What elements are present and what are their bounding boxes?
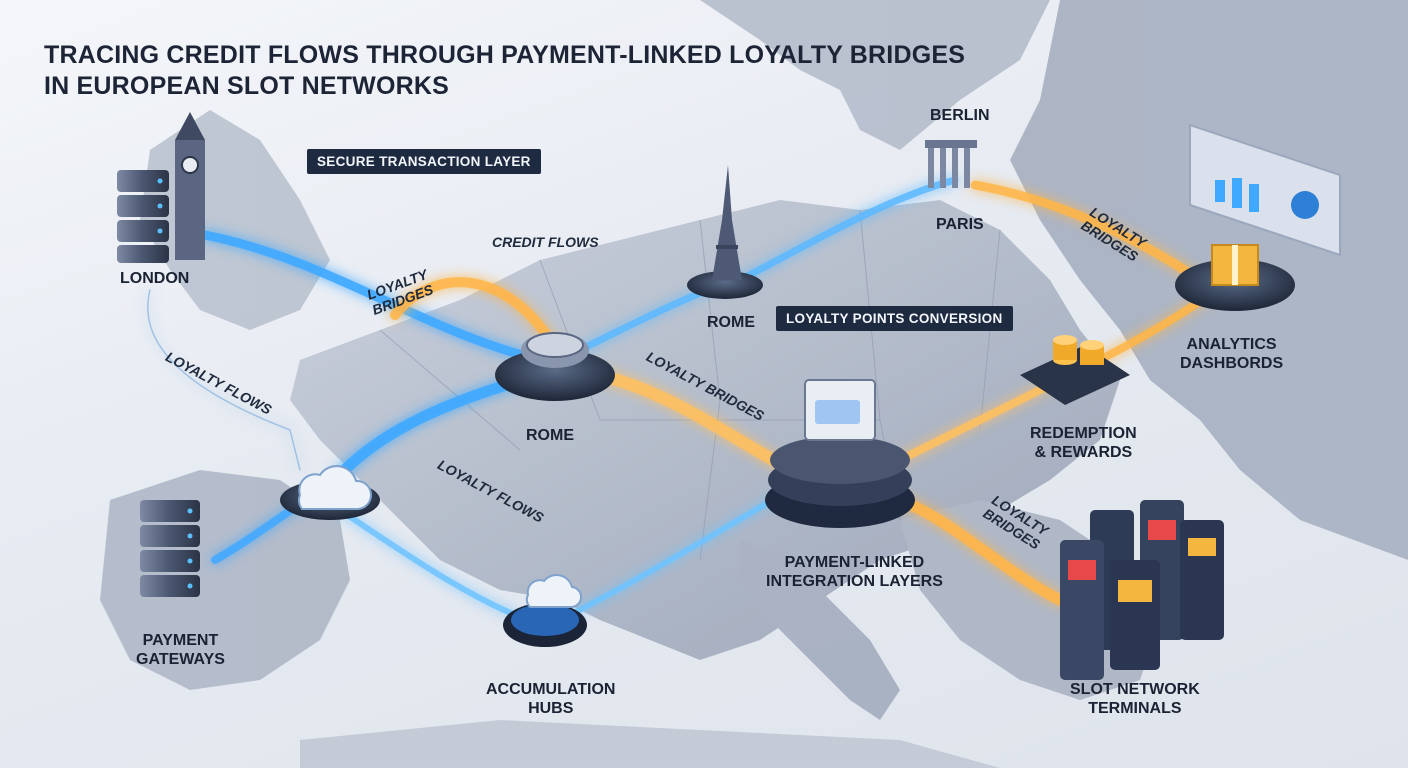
redemption-rewards-label: REDEMPTION & REWARDS (1030, 425, 1137, 461)
loyalty-conversion-tag: LOYALTY POINTS CONVERSION (776, 306, 1013, 331)
flow-london-to-gateways (147, 289, 301, 471)
integration-stack-icon (765, 379, 915, 528)
page-title: TRACING CREDIT FLOWS THROUGH PAYMENT-LIN… (44, 40, 965, 102)
title-line-2: IN EUROPEAN SLOT NETWORKS (44, 72, 450, 100)
london-label: LONDON (120, 270, 190, 287)
italy-landmass (740, 540, 900, 720)
berlin-gate-icon (925, 140, 977, 188)
bridge-berlin-to-analytics (970, 180, 1205, 285)
credit-flows-label: CREDIT FLOWS (492, 234, 599, 250)
rome-center-label: ROME (526, 427, 574, 444)
payment-gateways-label: PAYMENT GATEWAYS (136, 632, 225, 668)
accumulation-hub-icon (503, 574, 587, 647)
accumulation-hubs-label: ACCUMULATION HUBS (486, 681, 616, 717)
title-line-1: TRACING CREDIT FLOWS THROUGH PAYMENT-LIN… (44, 41, 966, 69)
big-ben-icon (175, 112, 205, 260)
flow-accumulation-to-integration (557, 487, 793, 623)
slot-machines-icon (1060, 500, 1224, 680)
slot-terminals-label: SLOT NETWORK TERMINALS (1070, 681, 1200, 717)
europe-map (100, 0, 1408, 768)
north-africa-landmass (300, 720, 1000, 768)
flow-paris-tower-to-berlin (726, 176, 959, 289)
rome-colosseum-hub (495, 332, 615, 401)
rome-top-label: ROME (707, 314, 755, 331)
bridge-arc-credit-flows (390, 277, 555, 345)
scandinavia-landmass (700, 0, 1050, 150)
gift-reward-icon (1175, 244, 1295, 311)
berlin-label: BERLIN (930, 107, 990, 124)
london-server-icon (117, 170, 169, 263)
british-isles-landmass (140, 110, 330, 330)
analytics-dashboard-screen (1189, 123, 1341, 257)
paris-tower-icon (687, 165, 763, 299)
secure-transaction-tag: SECURE TRANSACTION LAYER (307, 149, 541, 174)
flow-london-to-rome (200, 230, 545, 365)
paris-label: PARIS (936, 216, 984, 233)
analytics-dashboards-label: ANALYTICS DASHBORDS (1180, 336, 1284, 372)
integration-layers-label: PAYMENT-LINKED INTEGRATION LAYERS (766, 554, 943, 590)
cloud-hub-icon (280, 465, 380, 520)
redemption-coins-icon (1020, 335, 1130, 405)
gateway-server-icon (140, 500, 200, 597)
